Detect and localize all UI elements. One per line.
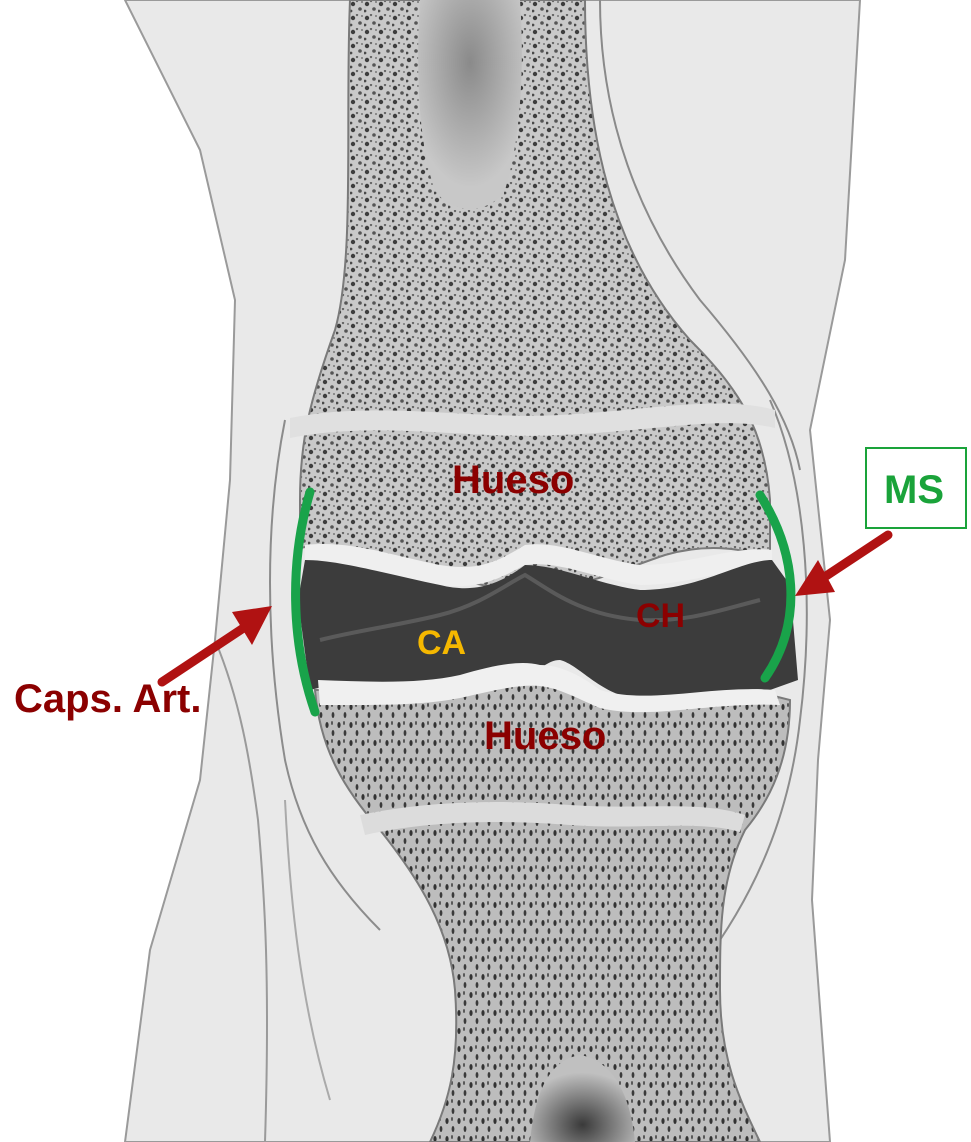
label-capsule: Caps. Art. <box>14 677 201 721</box>
label-cartilage: CA <box>417 624 466 662</box>
label-membrane: MS <box>884 468 944 512</box>
label-bone-lower: Hueso <box>484 714 606 758</box>
label-bone-upper: Hueso <box>452 458 574 502</box>
label-synovial-fluid: CH <box>636 597 685 635</box>
